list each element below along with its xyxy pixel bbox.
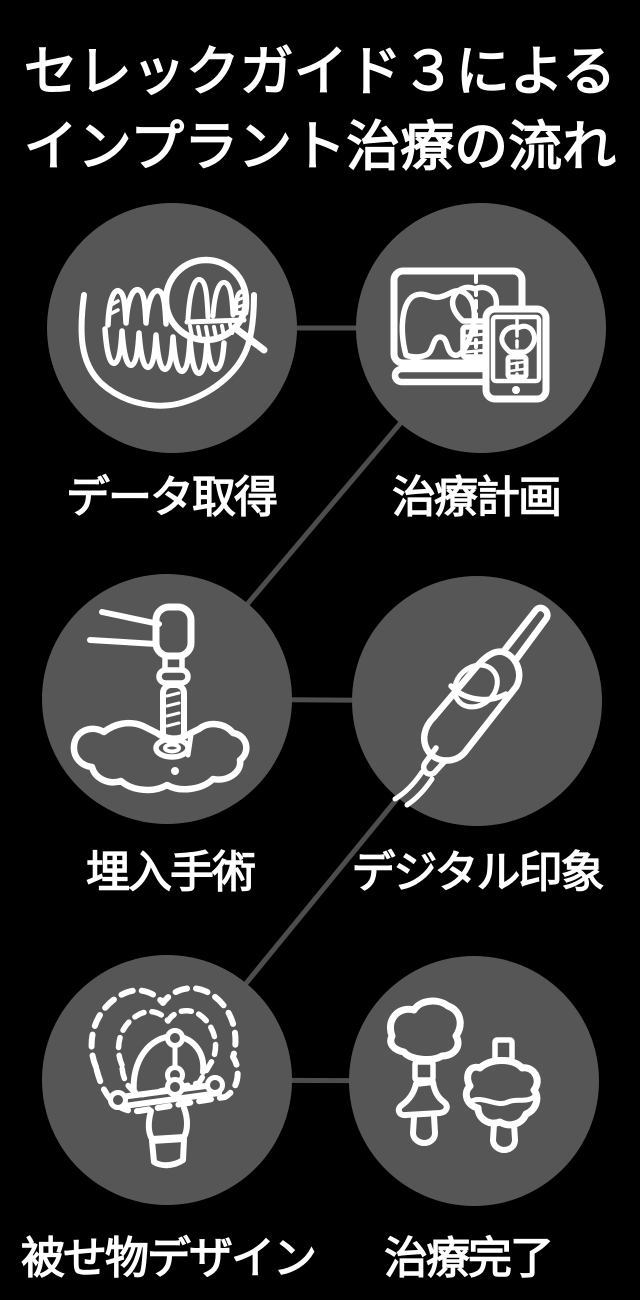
- step-circle-crown-design: [42, 955, 292, 1205]
- jaw-xray-magnifier-icon: [78, 256, 268, 409]
- implant-drill-icon: [70, 603, 250, 794]
- step-label: デジタル印象: [351, 847, 604, 898]
- step-circle-treatment-plan: [356, 203, 606, 453]
- step-label: 治療完了: [384, 1233, 554, 1284]
- step-label: 被せ物デザイン: [21, 1233, 317, 1284]
- step-circle-implant-surgery: [42, 574, 292, 824]
- step-circle-digital-impression: [352, 576, 602, 826]
- title-line-1: セレックガイド３による: [23, 39, 617, 103]
- step-label: データ取得: [66, 472, 278, 523]
- step-label: 治療計画: [392, 472, 562, 523]
- step-circle-treatment-complete: [349, 956, 599, 1206]
- finished-crowns-icon: [387, 997, 541, 1153]
- crown-design-icon: [88, 985, 241, 1169]
- monitor-tablet-plan-icon: [390, 267, 550, 403]
- intraoral-scanner-icon: [392, 604, 551, 808]
- step-circle-data-acquisition: [47, 203, 297, 453]
- page-title: セレックガイド３による インプラント治療の流れ: [0, 34, 640, 184]
- title-line-2: インプラント治療の流れ: [23, 114, 617, 178]
- step-label: 埋入手術: [86, 847, 256, 898]
